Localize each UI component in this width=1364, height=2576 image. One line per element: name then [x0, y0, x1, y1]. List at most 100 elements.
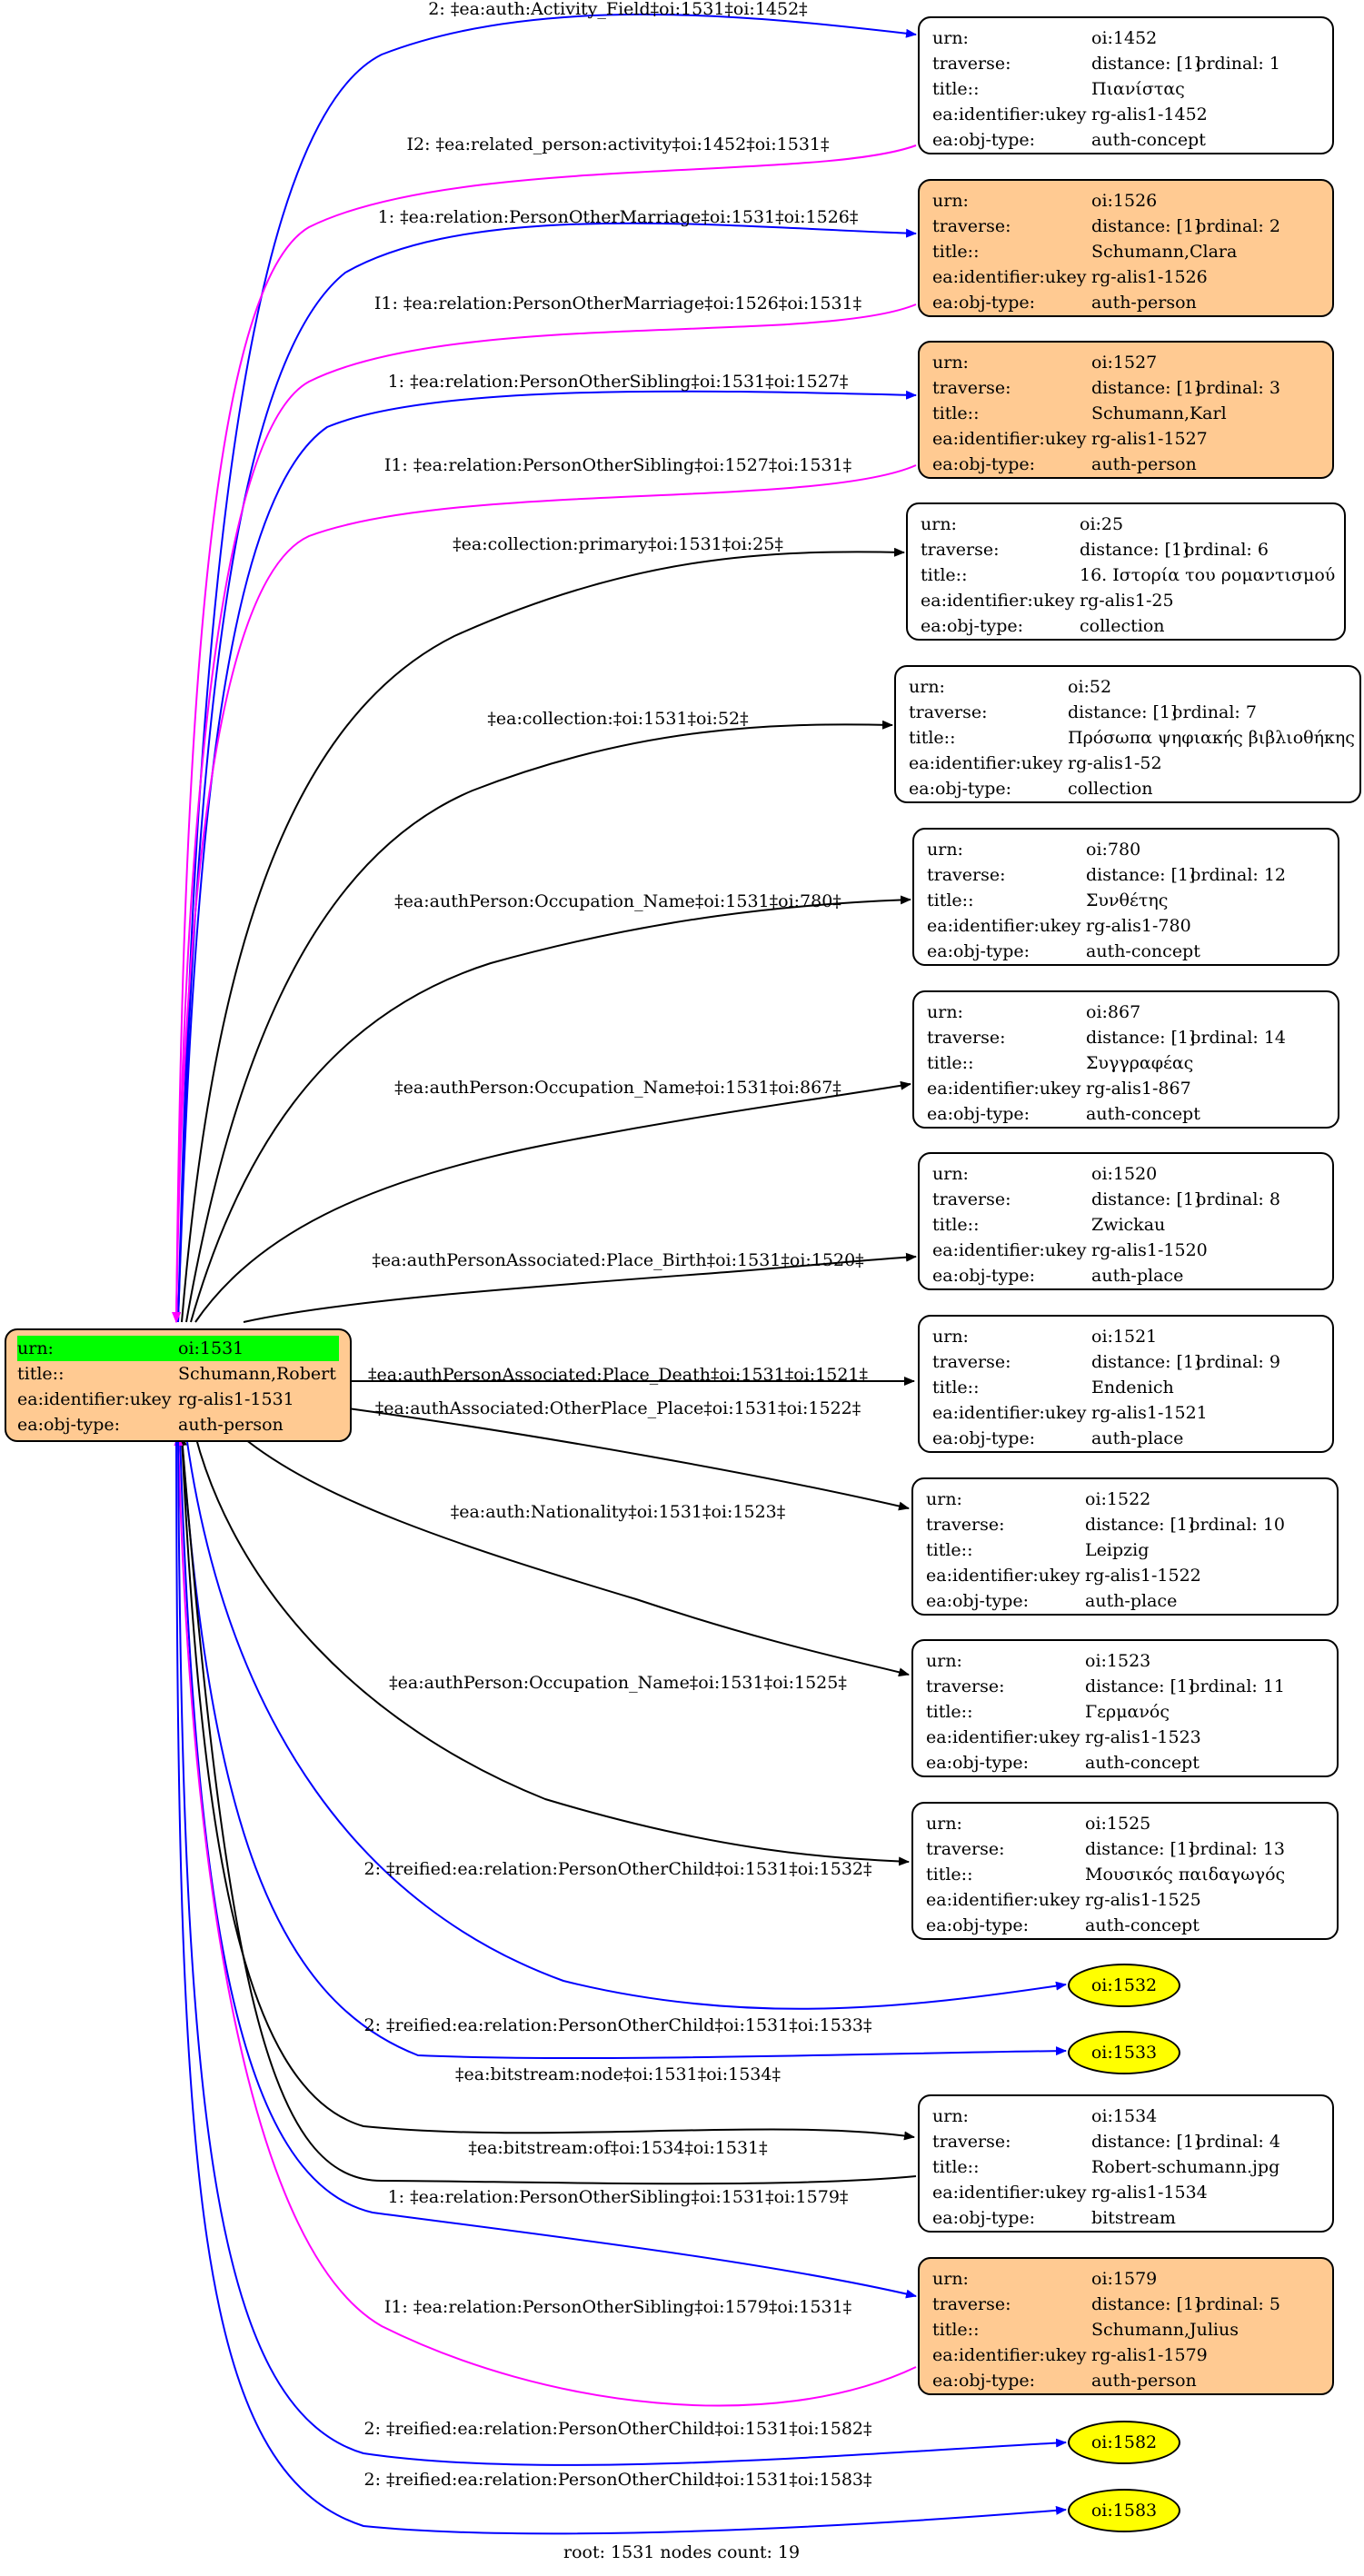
- node-objtype-key: ea:obj-type:: [927, 941, 1030, 961]
- root-node[interactable]: urn: oi:1531 title:: Schumann,Robert ea:…: [5, 1328, 352, 1442]
- edge-1531-1582: [177, 1435, 1067, 2466]
- node-title-row: title::Schumann,Clara: [932, 239, 1323, 264]
- node-traverse-row: traverse:distance: [1]ordinal: 12: [927, 862, 1329, 888]
- node-traverse-value: distance: [1]ordinal: 4: [1091, 2129, 1280, 2154]
- node-urn-value: oi:780: [1086, 840, 1141, 860]
- node-traverse-row: traverse:distance: [1]ordinal: 14: [927, 1025, 1329, 1050]
- edge-1531-1526: [177, 222, 917, 1323]
- ellipse-node-oi-1532[interactable]: oi:1532: [1068, 1964, 1180, 2007]
- node-traverse-row: traverse:distance: [1]ordinal: 8: [932, 1187, 1323, 1212]
- node-urn-key: urn:: [932, 28, 969, 48]
- node-urn-key: urn:: [932, 2106, 969, 2126]
- edge-1531-25: [181, 547, 905, 1323]
- node-objtype-row: ea:obj-type:auth-concept: [926, 1750, 1328, 1775]
- node-title-value: Συνθέτης: [1086, 890, 1169, 910]
- node-title-row: title::Συγγραφέας: [927, 1050, 1329, 1076]
- node-ordinal: ordinal: 7: [1172, 702, 1257, 722]
- node-objtype-value: auth-place: [1091, 1428, 1184, 1448]
- edge-label: ‡ea:authPersonAssociated:Place_Birth‡oi:…: [372, 1250, 863, 1270]
- node-urn-value: oi:867: [1086, 1002, 1141, 1022]
- node-traverse-value: distance: [1]ordinal: 2: [1091, 214, 1280, 239]
- edge-1531-1533: [181, 1435, 1067, 2060]
- edge-1531-52: [185, 720, 893, 1323]
- edge-1526-1531: [172, 303, 917, 1323]
- node-ukey-key: ea:identifier:ukey: [932, 1403, 1087, 1423]
- node-traverse-row: traverse:distance: [1]ordinal: 5: [932, 2292, 1323, 2317]
- node-ukey-key: ea:identifier:ukey: [926, 1566, 1080, 1586]
- ellipse-node-oi-1533[interactable]: oi:1533: [1068, 2031, 1180, 2074]
- node-title-key: title::: [927, 890, 974, 910]
- node-traverse-row: traverse:distance: [1]ordinal: 6: [921, 537, 1335, 562]
- node-traverse-value: distance: [1]ordinal: 3: [1091, 375, 1280, 401]
- edge-1531-1520: [243, 1252, 917, 1323]
- ellipse-node-oi-1582[interactable]: oi:1582: [1068, 2421, 1180, 2464]
- edge-1579-1531: [174, 1435, 917, 2407]
- node-objtype-key: ea:obj-type:: [926, 1753, 1030, 1773]
- node-urn-key: urn:: [921, 514, 957, 534]
- node-distance: distance: [1]: [1091, 2132, 1201, 2152]
- edge-1531-1534: [181, 1435, 915, 2141]
- node-urn-row: urn:oi:25: [921, 512, 1335, 537]
- node-objtype-key: ea:obj-type:: [932, 454, 1036, 474]
- edge-label: 2: ‡reified:ea:relation:PersonOtherChild…: [364, 2470, 872, 2490]
- node-urn-key: urn:: [926, 1489, 962, 1509]
- node-traverse-value: distance: [1]ordinal: 13: [1085, 1836, 1285, 1862]
- node-urn-row: urn:oi:1522: [926, 1487, 1328, 1512]
- node-urn-value: oi:1452: [1091, 28, 1158, 48]
- node-ordinal: ordinal: 13: [1190, 1839, 1286, 1859]
- node-urn-key: urn:: [932, 191, 969, 211]
- node-title-value: Συγγραφέας: [1086, 1053, 1194, 1073]
- node-distance: distance: [1]: [1086, 865, 1196, 885]
- node-objtype-key: ea:obj-type:: [932, 130, 1036, 150]
- ellipse-node-oi-1583[interactable]: oi:1583: [1068, 2489, 1180, 2532]
- root-objtype-value: auth-person: [178, 1415, 284, 1435]
- node-distance: distance: [1]: [1091, 378, 1201, 398]
- node-ukey-value: rg-alis1-780: [1086, 916, 1191, 936]
- edge-label: ‡ea:authPerson:Occupation_Name‡oi:1531‡o…: [394, 1078, 841, 1098]
- node-ordinal: ordinal: 12: [1190, 865, 1287, 885]
- node-title-key: title::: [932, 79, 980, 99]
- node-ukey-key: ea:identifier:ukey: [932, 2183, 1087, 2203]
- node-ukey-key: ea:identifier:ukey: [926, 1727, 1080, 1747]
- node-ordinal: ordinal: 10: [1190, 1515, 1286, 1535]
- node-objtype-key: ea:obj-type:: [926, 1591, 1030, 1611]
- node-title-key: title::: [921, 565, 968, 585]
- node-title-value: Μουσικός παιδαγωγός: [1085, 1865, 1286, 1885]
- node-traverse-row: traverse:distance: [1]ordinal: 10: [926, 1512, 1328, 1537]
- node-objtype-key: ea:obj-type:: [932, 2208, 1036, 2228]
- node-title-key: title::: [926, 1702, 973, 1722]
- node-title-key: title::: [926, 1865, 973, 1885]
- node-ordinal: ordinal: 3: [1196, 378, 1280, 398]
- node-title-row: title::Zwickau: [932, 1212, 1323, 1238]
- footer-summary: root: 1531 nodes count: 19: [563, 2542, 801, 2562]
- node-ukey-key: ea:identifier:ukey: [927, 1079, 1081, 1099]
- node-objtype-key: ea:obj-type:: [932, 2371, 1036, 2391]
- node-title-key: title::: [932, 242, 980, 262]
- edge-label: ‡ea:bitstream:of‡oi:1534‡oi:1531‡: [468, 2138, 767, 2158]
- node-title-value: Γερμανός: [1085, 1702, 1170, 1722]
- edge-label: 2: ‡reified:ea:relation:PersonOtherChild…: [364, 2419, 872, 2439]
- node-title-row: title::Συνθέτης: [927, 888, 1329, 913]
- node-traverse-key: traverse:: [926, 1839, 1005, 1859]
- node-traverse-value: distance: [1]ordinal: 12: [1086, 862, 1286, 888]
- edge-1531-1583: [175, 1435, 1067, 2535]
- root-title-key: title::: [17, 1364, 65, 1384]
- node-urn-value: oi:1534: [1091, 2106, 1158, 2126]
